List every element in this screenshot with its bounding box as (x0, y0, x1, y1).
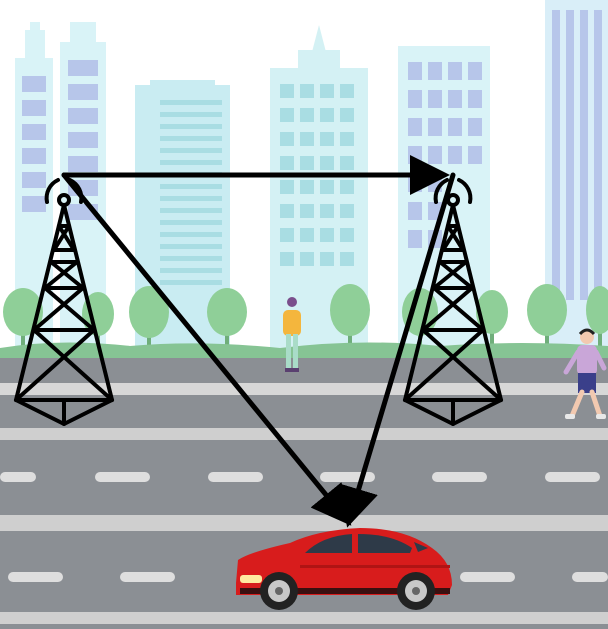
road-edge-stripe (0, 428, 608, 440)
road-median-stripe (0, 515, 608, 531)
wheel (397, 572, 435, 610)
wheel (260, 572, 298, 610)
road-bottom-stripe (0, 612, 608, 624)
curb (0, 383, 608, 395)
